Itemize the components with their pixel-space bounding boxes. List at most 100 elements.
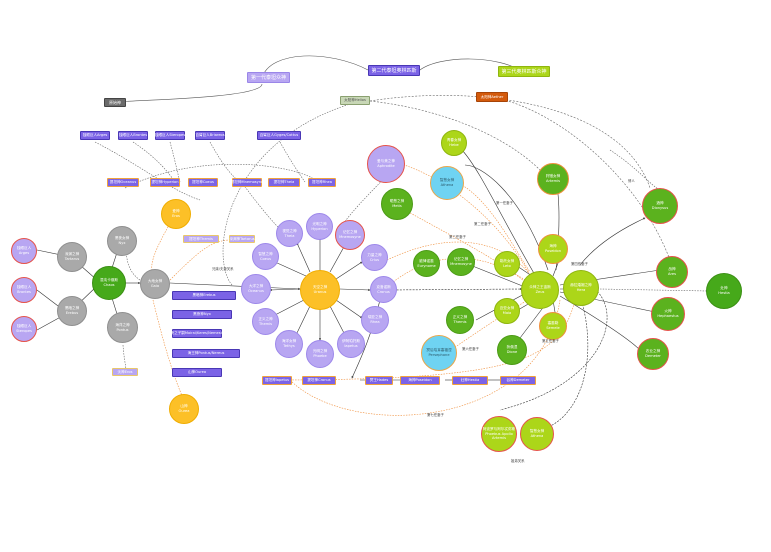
node-phoebe: 光明之神 Phoebe: [306, 340, 334, 368]
node-zeus: 众神之王宙斯 Zeus: [521, 271, 559, 309]
tag-hades: 冥王Hades: [365, 376, 393, 385]
relation-label: 第六任妻子: [462, 347, 479, 351]
node-leto: 勒托女神 Leto: [494, 251, 520, 277]
edge: [599, 288, 709, 292]
relation-label: 第五任妻子: [542, 339, 559, 343]
edge: [209, 141, 241, 183]
edge: [384, 159, 531, 276]
edge: [369, 95, 651, 189]
node-hera: 赫拉婚姻之神 Hera: [563, 270, 599, 306]
relation-label: 姐弟关系: [511, 459, 525, 463]
tag-themis: 提坦神Themis: [183, 235, 219, 243]
edge: [274, 299, 305, 316]
node-hestia: 灶神 Hestia: [706, 273, 742, 309]
edge: [132, 141, 176, 183]
node-eurynome: 欧律诺墨 Eurynome: [413, 250, 440, 277]
edge: [261, 55, 369, 79]
tag-arges: 独眼巨人Arges: [80, 131, 110, 140]
edge: [295, 305, 311, 336]
relation-label: 第一任妻子: [496, 201, 513, 205]
node-aphrodite: 爱与美之神 Aphrodite: [367, 145, 405, 183]
node-rhea: 瑞亚之神 Rhea: [361, 306, 389, 334]
node-themis2: 正义之神 Themis: [446, 306, 474, 334]
edge: [296, 242, 311, 273]
node-oceanus: 大洋之神 Oceanus: [241, 274, 271, 304]
relation-label: 第三任妻子: [449, 235, 466, 239]
edge: [289, 299, 561, 416]
edge: [464, 164, 549, 271]
node-cronus: 克洛诺斯 Cronus: [370, 276, 397, 303]
node-chaos: 混沌卡俄斯 Chaos: [92, 266, 126, 300]
node-iapetus: 伊阿珀托斯 Iapetus: [337, 330, 365, 358]
edge: [469, 264, 531, 290]
node-semele: 塞墨勒 Semele: [539, 312, 567, 340]
node-nyx: 黑夜女神 Nyx: [107, 226, 137, 256]
edge: [124, 163, 319, 189]
tag-erebus: 黑暗神Erebus: [172, 291, 236, 300]
edge: [335, 261, 363, 280]
edge: [459, 183, 531, 273]
node-eros: 爱神 Eros: [161, 199, 191, 229]
tag-gyges: 百臂巨人Gyges/Cottus: [257, 131, 301, 140]
edge: [447, 299, 529, 353]
node-apollo: 阿波罗与阿尔忒弥斯 Phoebus Apollo Artemis: [481, 416, 517, 452]
edge: [274, 261, 307, 277]
edge: [94, 141, 201, 201]
node-pontus: 海洋之神 Pontus: [107, 312, 138, 343]
edge: [339, 288, 371, 292]
edge: [169, 239, 229, 281]
tag-coeus: 提坦神Coeus: [188, 178, 218, 187]
edge: [329, 244, 346, 273]
node-demeter: 农业之神 Demeter: [637, 338, 669, 370]
relation-label: 情人: [628, 179, 635, 183]
node-dione: 狄俄涅 Dione: [497, 335, 527, 365]
node-athena: 智慧女神 Athena: [430, 166, 464, 200]
node-themis: 正义之神 Themis: [252, 308, 279, 335]
generation-3-box: 第三代奥林匹斯众神: [498, 66, 550, 77]
tag-cronus: 提坦神Cronus: [302, 376, 336, 385]
tag-mnemosyne: 提坦神Mnemosyne: [231, 178, 263, 187]
tag-nyx: 黑夜神Nyx: [172, 310, 232, 319]
node-hyperion: 光明之神 Hyperion: [306, 213, 333, 240]
edge: [386, 241, 529, 273]
edge: [329, 305, 346, 336]
generation-1-box: 第一代泰坦众神: [247, 72, 290, 83]
edge: [519, 304, 546, 339]
node-gaia: 大地女神 Gaia: [140, 269, 170, 299]
edge: [461, 149, 536, 276]
edge: [152, 299, 184, 399]
tag-brontes: 独眼巨人Brontes: [118, 131, 148, 140]
node-artemis: 狩猎女神 Artemis: [537, 163, 569, 195]
edge: [335, 299, 363, 319]
node-tethys: 海洋女神 Tethys: [275, 330, 303, 358]
node-arges: 独眼巨人Arges: [11, 238, 37, 264]
tag-steropes: 独眼巨人Steropes: [155, 131, 185, 140]
tag-demeter: 谷神Demeter: [500, 376, 536, 385]
tag-hyperion: 提坦神Hyperion: [150, 178, 180, 187]
tag-hestia: 灶神Hestia: [452, 376, 488, 385]
node-mnemosyne2: 记忆之神 Mnemosyne: [447, 248, 475, 276]
tag-iapetus: 提坦神Iapetus: [262, 376, 292, 385]
node-ares: 战神 Ares: [656, 256, 688, 288]
tag-eros: 沃神Eros: [112, 368, 138, 376]
node-maia: 迈亚女神 Maia: [494, 298, 520, 324]
edge: [222, 100, 361, 286]
tag-briareos: 百臂巨人Briareos: [195, 131, 225, 140]
edge: [395, 204, 526, 283]
node-crius: 力量之神 Crius: [361, 244, 388, 271]
node-dionysus: 酒神 Dionysus: [642, 188, 678, 224]
node-hephaestus: 火神 Hephaestus: [651, 297, 685, 331]
tag-pontus: 海王神Pontus/Nereus: [172, 349, 240, 358]
node-ourea: 山神 Ourea: [169, 394, 199, 424]
tag-poseidon: 海神Poseidon: [400, 376, 440, 385]
edge: [386, 287, 523, 291]
node-mnemosyne: 记忆之神 Mnemosyne: [335, 220, 365, 250]
tag-rhea: 提坦神Rhea: [308, 178, 336, 187]
tag-tartarus: 深渊神Tartarus: [229, 235, 255, 243]
edge: [579, 217, 646, 266]
relation-label: 第四任妻子: [571, 262, 588, 266]
generation-2-box: 第二代泰坦奥林匹斯: [368, 65, 420, 76]
edge: [269, 288, 301, 292]
node-tartarus: 深渊之神 Tartarus: [57, 242, 87, 272]
